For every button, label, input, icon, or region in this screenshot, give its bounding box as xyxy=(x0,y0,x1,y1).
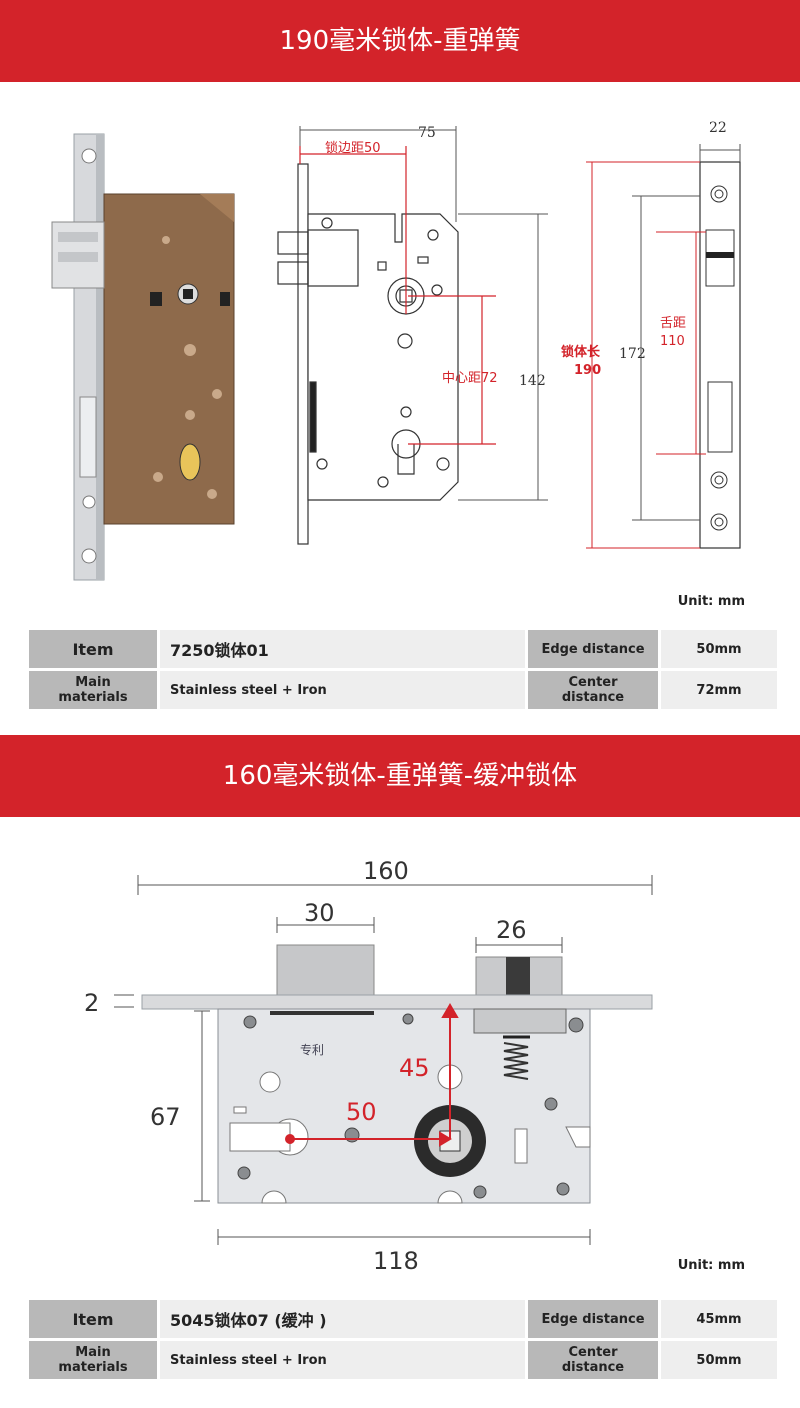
section1-banner: 190毫米锁体-重弹簧 xyxy=(0,0,800,82)
dim-tongue-label: 舌距 xyxy=(660,316,686,331)
item-label: Item xyxy=(29,1300,157,1338)
edge-distance-value: 45mm xyxy=(661,1300,777,1338)
section2-diagram: 专利 160 30 26 2 67 118 45 50 xyxy=(84,857,653,1275)
dim-75: 75 xyxy=(418,125,436,141)
dim-67: 67 xyxy=(150,1103,181,1131)
edge-distance-label: Edge distance xyxy=(528,630,658,668)
table-row: Main materials Stainless steel + Iron Ce… xyxy=(29,671,777,709)
lock-side-190 xyxy=(586,144,741,549)
dims-160 xyxy=(114,875,653,1245)
dim-160: 160 xyxy=(363,857,409,885)
center-distance-value: 50mm xyxy=(661,1341,777,1379)
edge-distance-value: 50mm xyxy=(661,630,777,668)
dims-190-middle xyxy=(299,126,548,501)
dim-22: 22 xyxy=(709,120,727,136)
section1-diagram: 75 锁边距50 中心距72 142 22 172 锁体长 190 舌距 110 xyxy=(51,120,741,581)
table-row: Item 7250锁体01 Edge distance 50mm xyxy=(29,630,777,668)
unit-label-2: Unit: mm xyxy=(677,1258,745,1273)
center-distance-label: Center distance xyxy=(528,1341,658,1379)
spec-table-1: Item 7250锁体01 Edge distance 50mm Main ma… xyxy=(26,627,780,712)
dim-body-length-label: 锁体长 xyxy=(561,344,601,360)
lock-photo-160 xyxy=(141,944,653,1204)
materials-label: Main materials xyxy=(29,671,157,709)
dim-45: 45 xyxy=(399,1054,430,1082)
materials-label: Main materials xyxy=(29,1341,157,1379)
materials-value: Stainless steel + Iron xyxy=(160,1341,525,1379)
section2-banner: 160毫米锁体-重弹簧-缓冲锁体 xyxy=(0,735,800,817)
dim-172: 172 xyxy=(619,346,646,362)
dim-tongue-value: 110 xyxy=(660,334,685,349)
plate-text: 专利 xyxy=(300,1042,324,1057)
dim-center-72: 中心距72 xyxy=(442,371,498,386)
dim-26: 26 xyxy=(496,916,527,944)
item-label: Item xyxy=(29,630,157,668)
section2-title: 160毫米锁体-重弹簧-缓冲锁体 xyxy=(222,761,578,791)
materials-value: Stainless steel + Iron xyxy=(160,671,525,709)
item-value: 7250锁体01 xyxy=(160,630,525,668)
dim-50: 50 xyxy=(346,1098,377,1126)
spec-table-2: Item 5045锁体07 (缓冲 ) Edge distance 45mm M… xyxy=(26,1297,780,1382)
dim-142: 142 xyxy=(519,373,546,389)
table-row: Main materials Stainless steel + Iron Ce… xyxy=(29,1341,777,1379)
edge-distance-label: Edge distance xyxy=(528,1300,658,1338)
table-row: Item 5045锁体07 (缓冲 ) Edge distance 45mm xyxy=(29,1300,777,1338)
dim-118: 118 xyxy=(373,1247,419,1275)
dim-body-length-value: 190 xyxy=(574,363,601,378)
lock-drawing-190 xyxy=(277,163,459,545)
dims-160-red xyxy=(285,1003,459,1147)
section1-title: 190毫米锁体-重弹簧 xyxy=(279,26,521,56)
center-distance-label: Center distance xyxy=(528,671,658,709)
lock-photo-190 xyxy=(51,133,235,581)
dim-30: 30 xyxy=(304,899,335,927)
unit-label-1: Unit: mm xyxy=(677,594,745,609)
dim-edge-50: 锁边距50 xyxy=(325,140,381,156)
item-value: 5045锁体07 (缓冲 ) xyxy=(160,1300,525,1338)
center-distance-value: 72mm xyxy=(661,671,777,709)
dim-2: 2 xyxy=(84,989,99,1017)
